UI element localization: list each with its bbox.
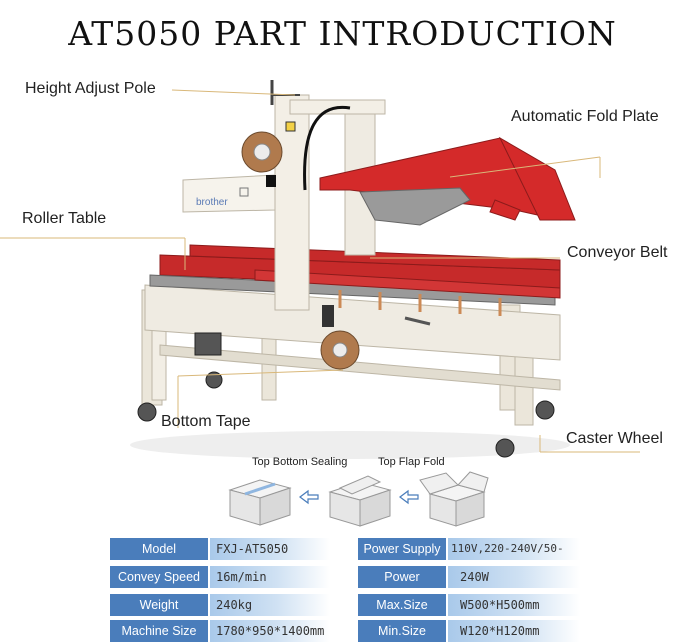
spec-row: Machine Size 1780*950*1400mm xyxy=(110,620,330,642)
machine-illustration: brother xyxy=(0,80,640,459)
spec-value: W120*H120mm xyxy=(448,620,580,642)
callout-height-adjust-pole: Height Adjust Pole xyxy=(25,80,156,97)
spec-row: Weight 240kg xyxy=(110,594,330,616)
spec-row: Model FXJ-AT5050 xyxy=(110,538,330,560)
spec-row: Max.Size W500*H500mm xyxy=(358,594,580,616)
open-box-icon xyxy=(419,471,489,527)
spec-key: Weight xyxy=(110,594,208,616)
spec-row: Power Supply 110V,220-240V/50-60Hz xyxy=(358,538,580,577)
spec-value: FXJ-AT5050 xyxy=(210,538,330,560)
process-step-sealing-label: Top Bottom Sealing xyxy=(252,456,348,468)
spec-value: 16m/min xyxy=(210,566,330,588)
spec-key: Power xyxy=(358,566,446,588)
motor xyxy=(194,332,222,356)
flow-arrow-left-icon xyxy=(399,489,419,505)
spec-value: W500*H500mm xyxy=(448,594,580,616)
leader-lines xyxy=(0,89,640,453)
spec-key: Model xyxy=(110,538,208,560)
spec-row: Convey Speed 16m/min xyxy=(110,566,330,588)
caster-wheels xyxy=(137,371,555,458)
automatic-fold-plate xyxy=(319,136,576,226)
spec-key: Convey Speed xyxy=(110,566,208,588)
spec-key: Machine Size xyxy=(110,620,208,642)
spec-row: Power 240W xyxy=(358,566,580,588)
bottom-tape-roll xyxy=(320,330,360,370)
spec-table: Model FXJ-AT5050 Convey Speed 16m/min We… xyxy=(0,538,685,643)
process-step-fold-label: Top Flap Fold xyxy=(378,456,445,468)
callout-roller-table: Roller Table xyxy=(22,210,107,227)
spec-key: Power Supply xyxy=(358,538,446,560)
spec-value: 1780*950*1400mm xyxy=(210,620,330,642)
callout-bottom-tape: Bottom Tape xyxy=(161,413,251,430)
air-regulator xyxy=(322,305,334,327)
spec-key: Min.Size xyxy=(358,620,446,642)
callout-automatic-fold-plate: Automatic Fold Plate xyxy=(511,108,659,125)
spec-value: 240W xyxy=(448,566,580,588)
spec-row: Min.Size W120*H120mm xyxy=(358,620,580,642)
callout-caster-wheel: Caster Wheel xyxy=(566,430,663,447)
callout-conveyor-belt: Conveyor Belt xyxy=(567,244,668,261)
spec-value: 110V,220-240V/50-60Hz xyxy=(448,538,580,577)
side-panel xyxy=(144,284,561,361)
folding-box-icon xyxy=(328,475,392,527)
spec-value: 240kg xyxy=(210,594,330,616)
process-flow-diagram xyxy=(228,471,489,527)
sealed-box-icon xyxy=(228,479,292,526)
page-title: AT5050 PART INTRODUCTION xyxy=(68,14,617,53)
flow-arrow-left-icon xyxy=(299,489,319,505)
top-head: brother xyxy=(182,131,283,213)
brand-plate-text: brother xyxy=(196,197,228,208)
spec-key: Max.Size xyxy=(358,594,446,616)
